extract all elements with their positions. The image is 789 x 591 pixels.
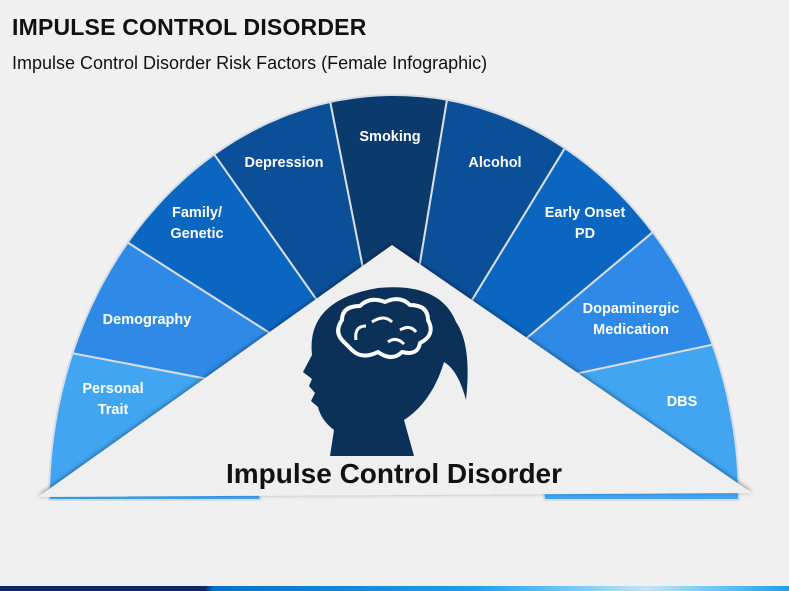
segment-label: Smoking — [359, 129, 421, 145]
segment-label: Early Onset — [544, 205, 626, 221]
slide-subtitle: Impulse Control Disorder Risk Factors (F… — [12, 53, 488, 73]
bottom-accent-bar — [0, 586, 789, 591]
segment-early-onset-pd[interactable]: Early Onset PD — [545, 203, 626, 245]
brain-icon — [336, 297, 433, 359]
center-label: Impulse Control Disorder — [225, 458, 563, 489]
segment-demography[interactable]: Demography — [103, 310, 192, 331]
segment-label: DBS — [666, 394, 698, 410]
female-head-icon — [303, 287, 468, 456]
segment-smoking[interactable]: Smoking — [359, 127, 420, 148]
segment-label: Dopaminergic — [582, 301, 680, 317]
segment-label: Personal — [82, 381, 144, 397]
segment-depression[interactable]: Depression — [245, 153, 324, 174]
segment-alcohol[interactable]: Alcohol — [468, 153, 521, 174]
segment-family-genetic[interactable]: Family/ Genetic — [170, 203, 223, 245]
slide-title: IMPULSE CONTROL DISORDER — [12, 14, 367, 40]
segment-label: Genetic — [170, 226, 224, 242]
segment-label: Family/ — [172, 205, 222, 221]
segment-label: Demography — [102, 312, 192, 328]
segment-dopaminergic-medication[interactable]: Dopaminergic Medication — [583, 299, 680, 341]
segment-label: Medication — [593, 322, 669, 338]
segment-label: PD — [574, 226, 596, 242]
segment-dbs[interactable]: DBS — [667, 392, 698, 413]
segment-label: Trait — [97, 402, 129, 418]
segment-personal-trait[interactable]: Personal Trait — [82, 379, 143, 421]
segment-label: Depression — [244, 155, 324, 171]
segment-label: Alcohol — [468, 155, 522, 171]
